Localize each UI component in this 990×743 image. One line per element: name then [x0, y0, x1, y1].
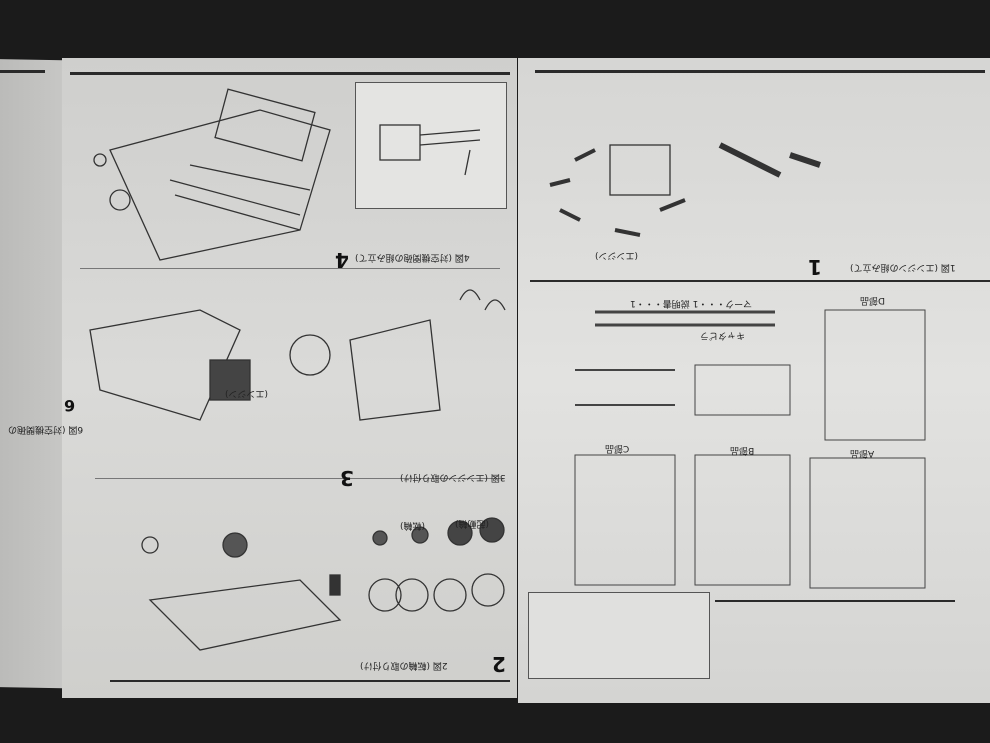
step-number-4: 4 — [335, 248, 349, 272]
divider — [95, 478, 505, 479]
divider — [530, 280, 990, 282]
step3-title: 3図 (エンジンの取り付け) — [400, 472, 506, 482]
step-number-3: 3 — [340, 466, 354, 490]
step1-engine-drawing — [549, 142, 821, 237]
step2-title: 2図 (転輪の取り付け) — [360, 660, 448, 670]
inset-drawing — [379, 124, 481, 176]
step-number-2: 2 — [492, 652, 506, 676]
divider — [715, 600, 955, 602]
step3-engine-drawing — [89, 289, 506, 421]
divider — [110, 680, 510, 682]
step-number-6: 6 — [64, 396, 76, 415]
parts-label-b: B部品 — [730, 445, 755, 455]
divider — [535, 70, 985, 73]
parts-label-d: D部品 — [860, 295, 885, 305]
step-number-1: 1 — [808, 255, 822, 279]
parts-sprues — [574, 309, 926, 589]
divider — [70, 72, 510, 75]
contents-label: マーク・・・1 説明書・・・1 — [630, 298, 753, 308]
step4-gun-drawing — [93, 88, 331, 261]
note-engine-2: (エンジン) — [225, 388, 269, 398]
note-engine: (エンジン) — [595, 250, 639, 260]
step6-title: 6図 (対空機関砲の — [8, 424, 84, 434]
parts-label-c: C部品 — [605, 443, 630, 453]
step4-title: 4図 (対空機関砲の組み立て) — [355, 252, 470, 262]
step2-wheels-drawing — [141, 517, 505, 651]
note-road-wheel: (転輪) — [400, 520, 426, 530]
parts-label-a: A部品 — [850, 448, 875, 458]
divider — [0, 70, 45, 73]
notes-box — [528, 592, 710, 679]
step1-title: 1図 (エンジンの組み立て) — [850, 262, 956, 272]
note-drive-wheel: (起動輪) — [455, 518, 490, 528]
divider — [80, 268, 500, 269]
tracks-label: キャタピラ — [700, 330, 746, 340]
